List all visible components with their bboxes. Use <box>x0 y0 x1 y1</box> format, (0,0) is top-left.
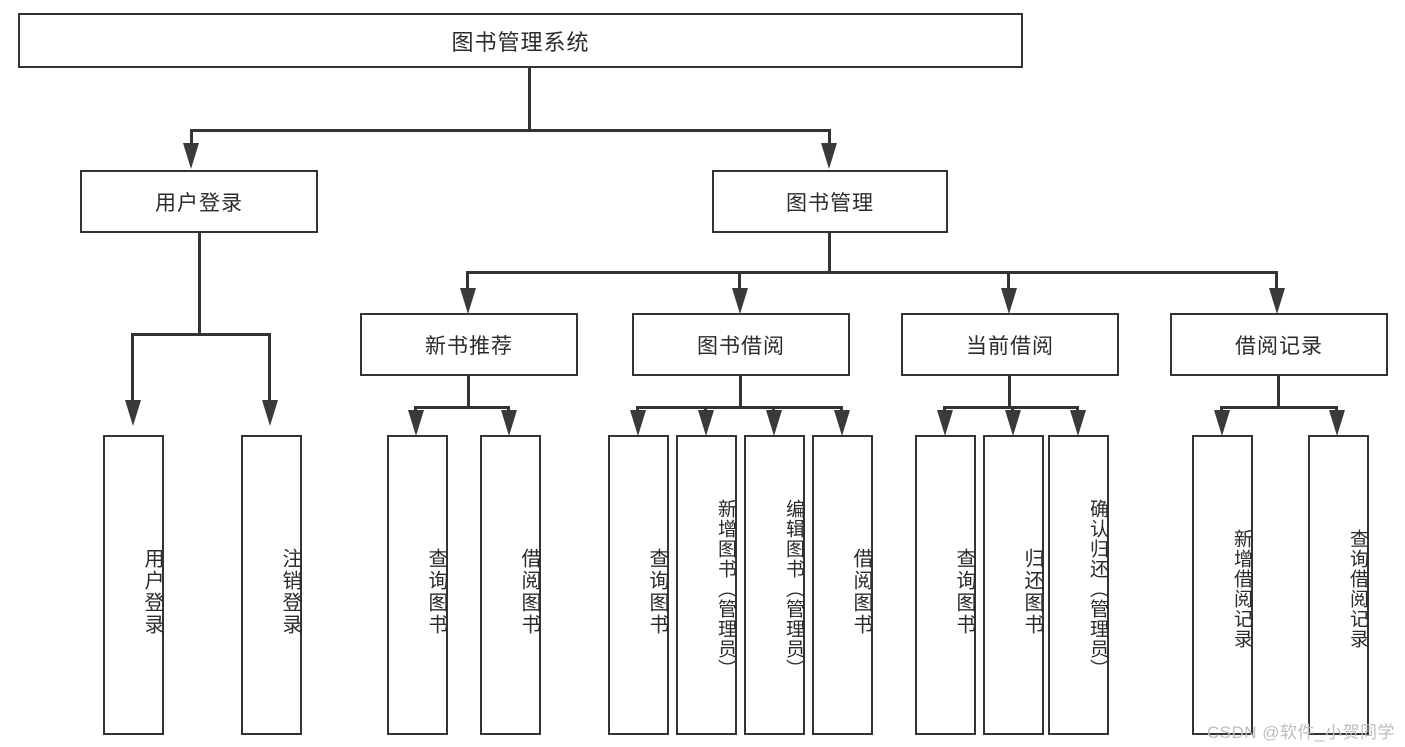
edge-user-login-drop-1 <box>131 333 134 403</box>
node-user-login[interactable]: 用户登录 <box>80 170 318 233</box>
edge-root-stem <box>528 68 531 131</box>
node-current-borrow[interactable]: 当前借阅 <box>901 313 1119 376</box>
node-root-system[interactable]: 图书管理系统 <box>18 13 1023 68</box>
node-leaf-query-book-3[interactable]: 查询图书 <box>915 435 976 735</box>
arrow-leaf-query-book-2 <box>630 410 646 436</box>
edge-level2-drop-1 <box>466 271 469 291</box>
arrow-leaf-return-book <box>1005 410 1021 436</box>
arrow-to-book-borrow <box>732 288 748 314</box>
edge-br-stem <box>1277 376 1280 408</box>
node-leaf-add-book[interactable]: 新增图书（管理员） <box>676 435 737 735</box>
node-leaf-query-record[interactable]: 查询借阅记录 <box>1308 435 1369 735</box>
arrow-leaf-borrow-book-1 <box>501 410 517 436</box>
edge-level2-drop-2 <box>738 271 741 291</box>
arrow-to-user-login <box>183 143 199 169</box>
node-leaf-confirm-return[interactable]: 确认归还（管理员） <box>1048 435 1109 735</box>
arrow-leaf-query-book-1 <box>408 410 424 436</box>
node-book-borrow[interactable]: 图书借阅 <box>632 313 850 376</box>
node-leaf-edit-book[interactable]: 编辑图书（管理员） <box>744 435 805 735</box>
node-leaf-return-book[interactable]: 归还图书 <box>983 435 1044 735</box>
arrow-leaf-add-record <box>1214 410 1230 436</box>
arrow-to-borrow-record <box>1269 288 1285 314</box>
edge-user-login-stem <box>198 233 201 335</box>
arrow-to-book-management <box>821 143 837 169</box>
watermark-text: CSDN @软件_小贺同学 <box>1206 723 1395 742</box>
arrow-leaf-confirm-return <box>1070 410 1086 436</box>
node-leaf-query-book-2[interactable]: 查询图书 <box>608 435 669 735</box>
arrow-leaf-query-book-3 <box>937 410 953 436</box>
arrow-leaf-logout-login <box>262 400 278 426</box>
edge-nbr-stem <box>467 376 470 408</box>
edge-cb-stem <box>1008 376 1011 408</box>
edge-bb-stem <box>739 376 742 408</box>
edge-cb-bar <box>943 406 1078 409</box>
arrow-leaf-add-book <box>698 410 714 436</box>
node-leaf-user-login[interactable]: 用户登录 <box>103 435 164 735</box>
edge-book-management-stem <box>828 233 831 273</box>
node-leaf-borrow-book-1[interactable]: 借阅图书 <box>480 435 541 735</box>
node-leaf-logout-login[interactable]: 注销登录 <box>241 435 302 735</box>
node-new-book-recommend[interactable]: 新书推荐 <box>360 313 578 376</box>
node-book-management[interactable]: 图书管理 <box>712 170 948 233</box>
arrow-leaf-query-record <box>1329 410 1345 436</box>
edge-level2-bar <box>466 271 1278 274</box>
arrow-leaf-borrow-book-2 <box>834 410 850 436</box>
arrow-leaf-edit-book <box>766 410 782 436</box>
edge-user-login-bar <box>131 333 270 336</box>
node-leaf-add-record[interactable]: 新增借阅记录 <box>1192 435 1253 735</box>
edge-nbr-bar <box>414 406 510 409</box>
edge-bb-bar <box>636 406 843 409</box>
arrow-to-new-book-recommend <box>460 288 476 314</box>
edge-level2-drop-3 <box>1007 271 1010 291</box>
edge-br-bar <box>1220 406 1338 409</box>
edge-level2-drop-4 <box>1275 271 1278 291</box>
edge-user-login-drop-2 <box>268 333 271 403</box>
node-borrow-record[interactable]: 借阅记录 <box>1170 313 1388 376</box>
edge-to-user-login <box>190 129 193 147</box>
node-leaf-borrow-book-2[interactable]: 借阅图书 <box>812 435 873 735</box>
arrow-leaf-user-login <box>125 400 141 426</box>
node-leaf-query-book-1[interactable]: 查询图书 <box>387 435 448 735</box>
arrow-to-current-borrow <box>1001 288 1017 314</box>
edge-level1-bar <box>190 129 831 132</box>
edge-to-book-management <box>828 129 831 147</box>
